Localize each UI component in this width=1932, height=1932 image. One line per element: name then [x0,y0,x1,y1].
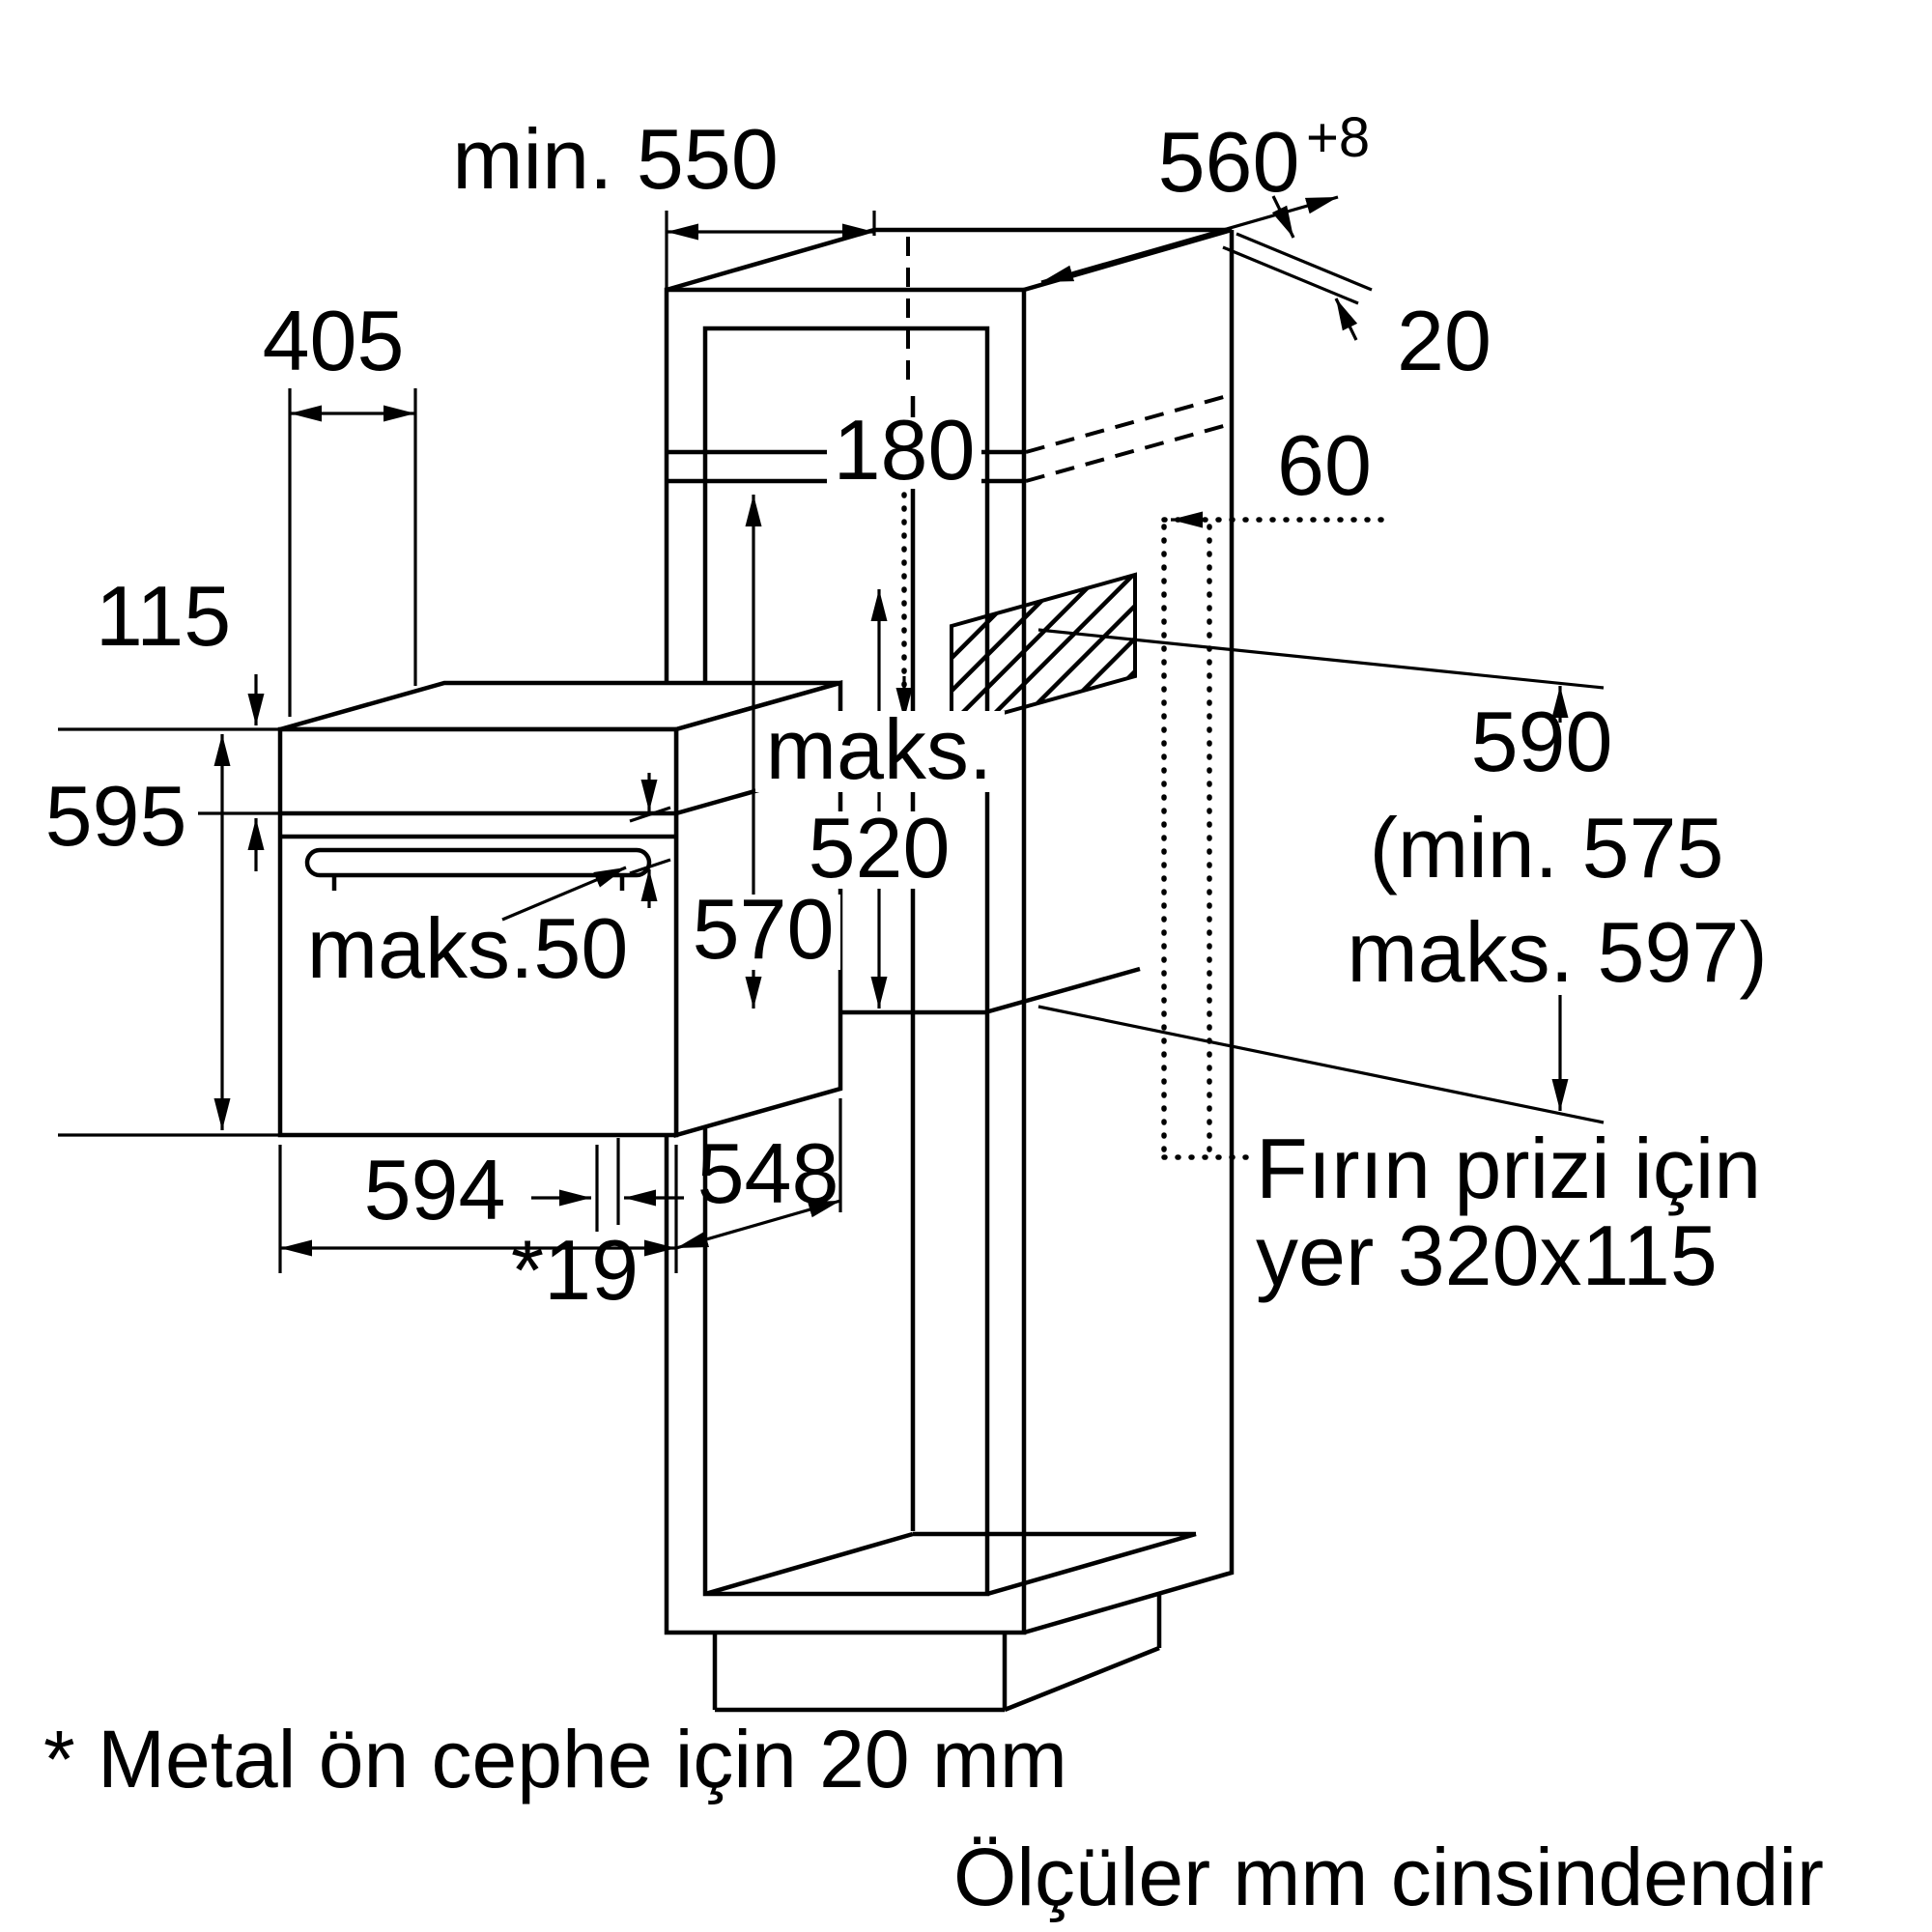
d20-arrow-bottom [1334,298,1358,341]
dim-label-560: 560 [1158,114,1300,210]
d548-dim-line [675,1199,841,1250]
footnotes: * Metal ön cephe için 20 mm Ölçüler mm c… [43,1714,1824,1922]
dim-label-maks-50: maks.50 [307,900,629,996]
d595-extensions [58,727,278,1137]
cabinet-side-face [1023,230,1235,1635]
d405-extensions [288,388,417,717]
footnote-metal-front: * Metal ön cephe için 20 mm [43,1714,1067,1804]
dimension-labels: min. 550 560 +8 20 405 180 60 115 595 ma… [45,106,1768,1318]
cabinet-top-face [666,227,1233,293]
vent-hatch-area [950,572,1137,730]
dim-label-570: 570 [693,881,835,977]
socket-note-line2: yer 320x115 [1256,1208,1718,1303]
oven-door [277,726,679,1138]
oven-handle-bar [304,847,652,878]
cabinet-floor [704,1531,1197,1597]
dim-label-590: 590 [1471,694,1613,789]
d180-label-mask [827,417,981,489]
dim-label-115: 115 [96,568,231,664]
d570-label-mask [688,895,840,970]
dim-label-405: 405 [263,293,405,388]
dimension-annotations [58,195,1605,1273]
socket-dotted-outline [1161,511,1394,1160]
dim-label-595: 595 [45,768,187,864]
cabinet-plinth [712,1594,1162,1713]
d19-ticks [595,1138,620,1232]
dim-label-180: 180 [834,402,976,497]
dim-label-560-tolerance: +8 [1306,106,1370,169]
cabinet-outline [664,227,1235,1713]
d20-arrow-top [1271,195,1295,239]
socket-note-line1: Fırın prizi için [1256,1121,1761,1216]
maks50-ticks [629,806,671,875]
d590-extension-bottom [1037,1005,1605,1124]
dim-label-maks-word: maks. [766,701,993,797]
dim-label-594: 594 [364,1142,506,1237]
dim-label-548: 548 [697,1125,839,1221]
maks50-leader [501,866,627,922]
d560-dim-line [1040,195,1339,284]
dim-label-590-min: (min. 575 [1370,800,1724,895]
dim-label-590-max: maks. 597) [1347,904,1767,1000]
d590-extension-top [1037,628,1605,690]
d20-extensions [1222,232,1373,305]
dim-label-20: 20 [1397,293,1492,388]
maks-label-mask [755,711,1005,792]
d520-label-mask [802,811,956,889]
hidden-shelf-edge [1025,394,1228,483]
footnote-units: Ölçüler mm cinsindendir [953,1832,1824,1922]
dim-label-520: 520 [809,800,951,895]
dim-label-19: *19 [511,1222,639,1318]
dim-label-min-550: min. 550 [452,111,779,207]
dim-label-60: 60 [1277,417,1372,513]
